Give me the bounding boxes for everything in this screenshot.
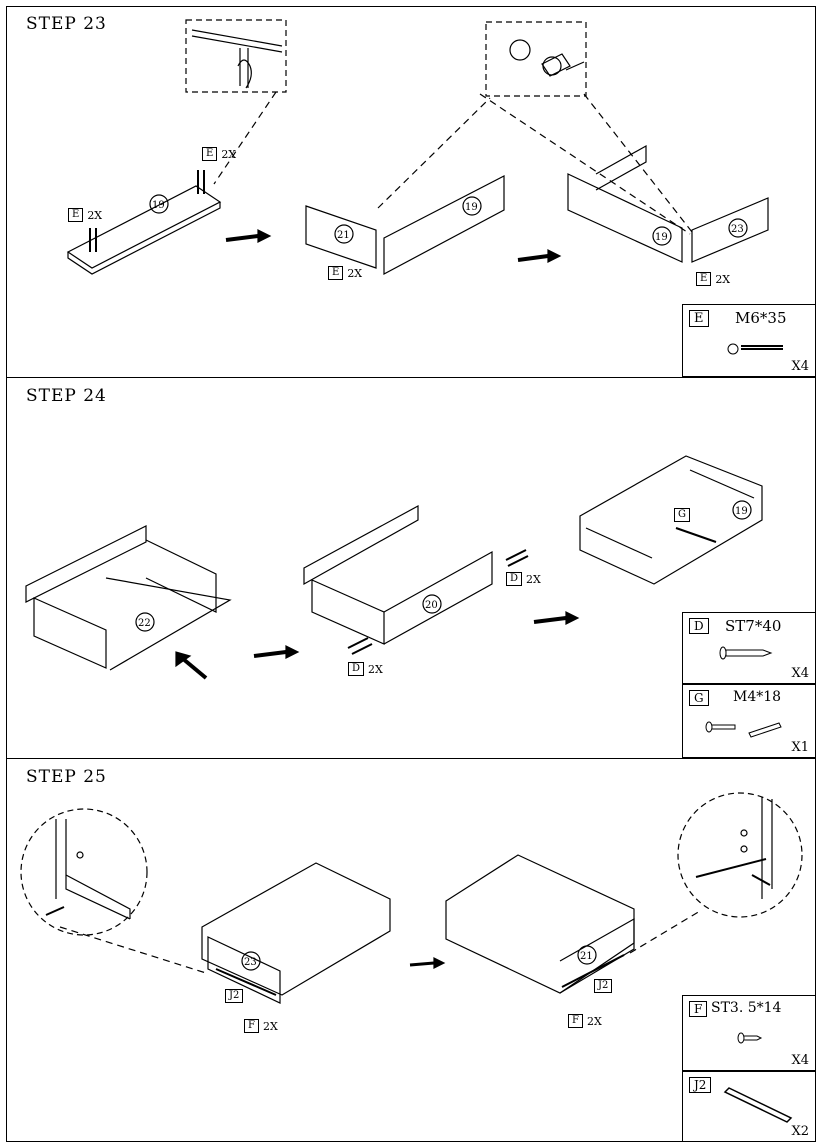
part-number: 22 — [138, 618, 151, 629]
screw-icon — [737, 1032, 763, 1044]
part-number: 19 — [465, 202, 478, 213]
hardware-qty: X2 — [791, 1124, 809, 1139]
step-23-illustration: 19 21 19 19 23 — [66, 19, 769, 275]
hardware-legend: D ST7*40 X4 — [682, 612, 816, 684]
step-title: STEP 23 — [26, 14, 107, 34]
hardware-legend: G M4*18 X1 — [682, 684, 816, 758]
part-number: 23 — [731, 224, 744, 235]
step-24-illustration: 22 20 19 — [25, 455, 763, 680]
hardware-qty: X4 — [791, 359, 809, 374]
step-23-panel: STEP 23 19 21 19 — [6, 6, 816, 377]
hardware-code: F — [689, 1001, 708, 1017]
hardware-legend: E M6*35 X4 — [682, 304, 816, 377]
screw-icon — [719, 646, 773, 660]
hardware-spec: M4*18 — [733, 689, 782, 705]
hardware-qty: X1 — [791, 740, 809, 755]
hardware-code: D — [689, 618, 709, 634]
hardware-code: G — [689, 690, 709, 706]
hardware-legend: F ST3. 5*14 X4 — [682, 995, 816, 1071]
part-number: 19 — [735, 506, 748, 517]
hardware-callout: J2 — [594, 979, 613, 993]
hardware-qty: X4 — [791, 1053, 809, 1068]
part-number: 21 — [337, 230, 350, 241]
part-number: 20 — [425, 600, 438, 611]
hardware-code: J2 — [689, 1077, 712, 1093]
part-number: 19 — [152, 200, 165, 211]
hardware-callout: J2 — [225, 989, 244, 1003]
hardware-legend: J2 X2 — [682, 1071, 816, 1142]
step-divider — [6, 758, 816, 759]
instruction-sheet — [6, 6, 816, 1142]
step-title: STEP 25 — [26, 767, 107, 787]
step-25-illustration: 23 21 — [20, 792, 803, 1004]
part-number: 23 — [244, 957, 257, 968]
drawer-slide-icon — [723, 1087, 793, 1123]
bolt-and-rail-icon — [705, 721, 782, 738]
hardware-callout: G — [674, 508, 690, 522]
step-title: STEP 24 — [26, 386, 107, 406]
hardware-spec: ST3. 5*14 — [711, 1000, 782, 1016]
step-divider — [6, 377, 816, 378]
part-number: 21 — [580, 951, 593, 962]
cam-bolt-icon — [727, 343, 783, 355]
hardware-spec: M6*35 — [735, 309, 787, 327]
hardware-code: E — [689, 310, 709, 327]
part-number: 19 — [655, 232, 668, 243]
hardware-spec: ST7*40 — [725, 617, 782, 635]
hardware-qty: X4 — [791, 666, 809, 681]
